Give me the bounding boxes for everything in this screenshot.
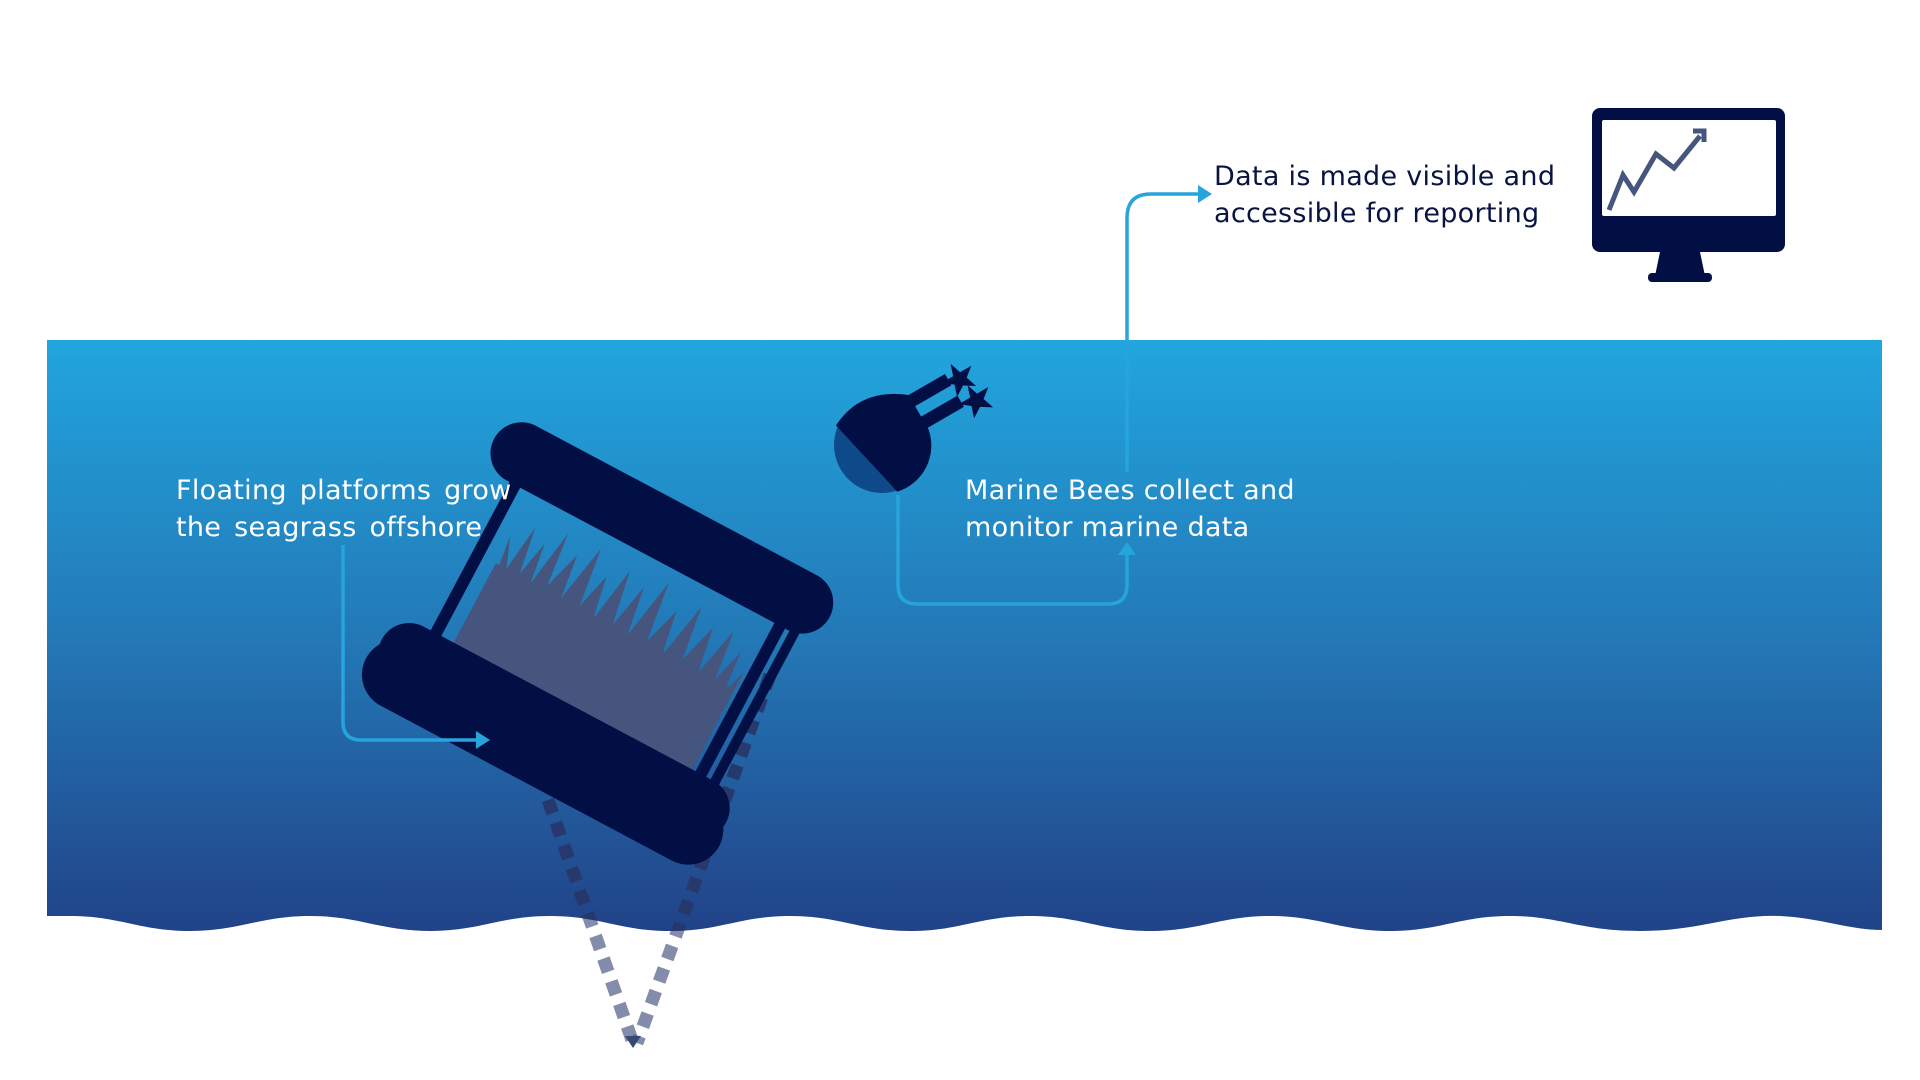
connector-arrow-bees [896,495,1136,606]
connector-arrow-data [1125,185,1212,472]
monitor-chart-icon [1592,108,1785,282]
trend-line-icon [1606,134,1702,211]
step-label-data-line2: accessible for reporting [1214,198,1540,229]
star-icon [958,385,994,419]
step-label-bees-line1: Marine Bees collect and [965,475,1295,506]
step-label-platforms: Floating platforms grow the seagrass off… [176,472,512,546]
step-label-platforms-line2: the seagrass offshore [176,512,483,543]
step-label-data-line1: Data is made visible and [1214,161,1556,192]
star-icon [941,363,977,398]
step-label-data: Data is made visible and accessible for … [1214,158,1555,232]
step-label-bees-line2: monitor marine data [965,512,1250,543]
seagrass-icon [448,527,744,779]
step-label-bees: Marine Bees collect and monitor marine d… [965,472,1295,546]
ocean-background [47,340,1882,931]
step-label-platforms-line1: Floating platforms grow [176,475,512,506]
floating-platform-icon [361,422,834,865]
connector-arrow-platforms [341,545,490,749]
marine-bee-sensor-icon [834,363,994,493]
